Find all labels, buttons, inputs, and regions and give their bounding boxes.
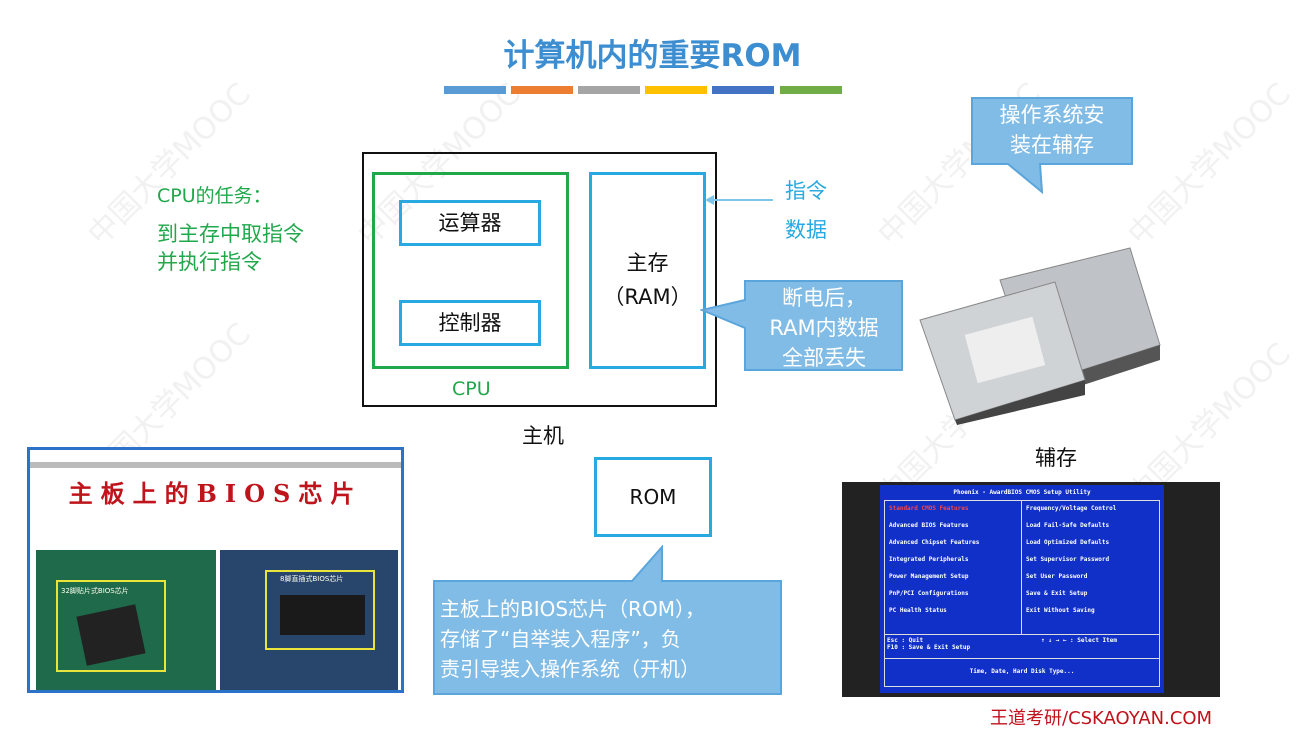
bios-menu-item: PC Health Status xyxy=(889,607,947,614)
bios-menu-item: Exit Without Saving xyxy=(1026,607,1095,614)
bios-callout-line3: 责引导装入操作系统（开机） xyxy=(440,657,700,681)
main-memory-box: 主存 （RAM） xyxy=(589,172,706,369)
os-callout: 操作系统安 装在辅存 xyxy=(972,100,1132,160)
bios-menu-item: Advanced BIOS Features xyxy=(889,522,969,529)
bios-callout: 主板上的BIOS芯片（ROM）， 存储了“自举装入程序”，负 责引导装入操作系统… xyxy=(440,594,780,684)
ram-callout: 断电后， RAM内数据 全部丢失 xyxy=(745,283,903,373)
bios-menu-item: PnP/PCI Configurations xyxy=(889,590,969,597)
cpu-task-line1: 到主存中取指令 xyxy=(157,222,304,246)
cpu-task-line2: 并执行指令 xyxy=(157,250,262,274)
arrow-icon xyxy=(705,195,773,205)
bios-menu-item: Load Optimized Defaults xyxy=(1026,539,1110,546)
bios-esc: Esc : Quit xyxy=(887,637,924,644)
right-chip-tag: 8脚直插式BIOS芯片 xyxy=(280,575,344,583)
title-bar-6 xyxy=(780,86,842,94)
control-unit-box: 控制器 xyxy=(399,300,541,346)
title-bar-4 xyxy=(645,86,707,94)
cpu-label: CPU xyxy=(452,378,491,400)
os-callout-shape xyxy=(971,97,1133,195)
alu-box: 运算器 xyxy=(399,200,541,246)
bios-menu-item: Set User Password xyxy=(1026,573,1088,580)
bios-menu-item: Advanced Chipset Features xyxy=(889,539,980,546)
instruction-label: 指令 xyxy=(785,179,827,203)
ram-callout-shape xyxy=(700,280,903,371)
bios-menu-item: Frequency/Voltage Control xyxy=(1026,505,1117,512)
title-bar-5 xyxy=(712,86,774,94)
bios-menu-item: Integrated Peripherals xyxy=(889,556,969,563)
title-bar-3 xyxy=(578,86,640,94)
footer-brand: 王道考研/CSKAOYAN.COM xyxy=(990,708,1213,729)
os-callout-line2: 装在辅存 xyxy=(1010,133,1094,157)
data-label: 数据 xyxy=(785,218,827,242)
bios-menu-item: Standard CMOS Features xyxy=(889,505,969,512)
bios-callout-shape xyxy=(433,545,782,695)
left-chip-tag: 32脚贴片式BIOS芯片 xyxy=(61,587,129,595)
ram-callout-line2: RAM内数据 xyxy=(769,316,879,340)
main-memory-ram-label: （RAM） xyxy=(603,285,692,309)
title-bar-1 xyxy=(444,86,506,94)
bios-menu-item: Power Management Setup xyxy=(889,573,969,580)
host-label: 主机 xyxy=(522,424,564,448)
main-memory-label: 主存 xyxy=(626,251,669,275)
bios-menu-item: Load Fail-Safe Defaults xyxy=(1026,522,1110,529)
bios-screen-photo: Phoenix - AwardBIOS CMOS Setup Utility S… xyxy=(842,482,1220,697)
bios-f10: F10 : Save & Exit Setup xyxy=(887,644,971,651)
os-callout-line1: 操作系统安 xyxy=(999,103,1105,127)
bios-select: ↑ ↓ → ← : Select Item xyxy=(1041,637,1117,644)
watermark: 中国大学MOOC xyxy=(1121,76,1298,253)
bios-callout-line2: 存储了“自举装入程序”，负 xyxy=(440,627,681,651)
secondary-storage-label: 辅存 xyxy=(1035,446,1077,470)
bios-menu-item: Save & Exit Setup xyxy=(1026,590,1088,597)
bios-photo-title: 主板上的BIOS芯片 xyxy=(68,479,363,508)
cpu-task-heading: CPU的任务： xyxy=(157,185,272,207)
ram-callout-line3: 全部丢失 xyxy=(782,346,866,370)
title-bar-2 xyxy=(511,86,573,94)
ram-callout-line1: 断电后， xyxy=(782,286,866,310)
bios-menu-item: Set Supervisor Password xyxy=(1026,556,1110,563)
bios-chip-photo: 主板上的BIOS芯片 32脚贴片式BIOS芯片 8脚直插式BIOS芯片 xyxy=(27,447,404,693)
host-box xyxy=(362,152,717,407)
page-title: 计算机内的重要ROM xyxy=(503,38,802,74)
chip-photo-right: 8脚直插式BIOS芯片 xyxy=(220,550,398,690)
cpu-box xyxy=(372,172,569,369)
chip-photo-left: 32脚贴片式BIOS芯片 xyxy=(36,550,216,690)
bios-header: Phoenix - AwardBIOS CMOS Setup Utility xyxy=(953,489,1091,496)
hard-disk-image xyxy=(919,247,1161,425)
bios-callout-line1: 主板上的BIOS芯片（ROM）， xyxy=(440,597,705,621)
bios-setup-screen: Phoenix - AwardBIOS CMOS Setup Utility S… xyxy=(880,485,1164,693)
bios-footer: Time, Date, Hard Disk Type... xyxy=(884,659,1160,687)
rom-box: ROM xyxy=(594,457,712,537)
